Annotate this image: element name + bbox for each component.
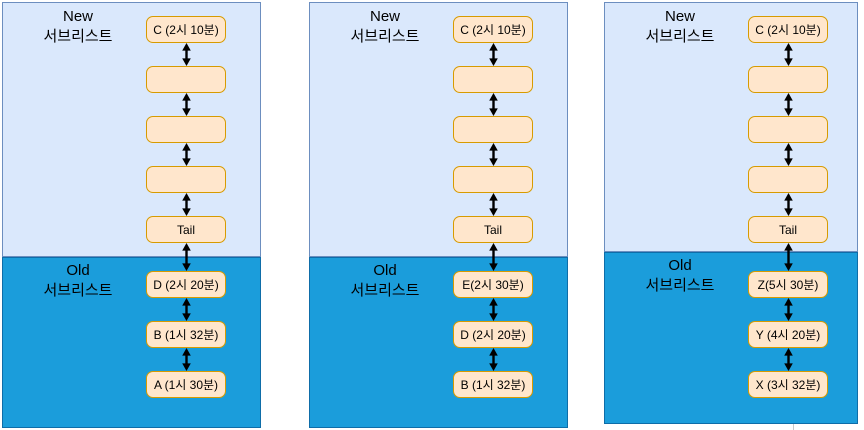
empty-node-box (146, 116, 226, 143)
double-arrow-icon (181, 43, 191, 66)
new-sublist-label: New 서브리스트 (327, 7, 443, 46)
double-arrow-icon (783, 298, 793, 321)
empty-node-box (748, 116, 828, 143)
old-label-line2: 서브리스트 (645, 276, 715, 294)
double-arrow-icon (783, 348, 793, 371)
old-sublist-label: Old 서브리스트 (20, 261, 136, 300)
old-label-line1: Old (373, 262, 397, 279)
list-node-box: B (1시 32분) (146, 321, 226, 348)
new-label-line1: New (369, 8, 400, 25)
double-arrow-icon (488, 43, 498, 66)
list-node-box: D (2시 20분) (146, 271, 226, 298)
double-arrow-icon (181, 243, 191, 271)
old-label-line2: 서브리스트 (350, 281, 420, 299)
tail-node-box: Tail (146, 216, 226, 243)
sublist-panel: New 서브리스트 Old 서브리스트 C (2시 10분) Tail D (2시 20분)… (2, 2, 261, 428)
double-arrow-icon (488, 243, 498, 271)
list-node-box: D (2시 20분) (453, 321, 533, 348)
new-label-line1: New (62, 8, 93, 25)
list-node-box: B (1시 32분) (453, 371, 533, 398)
list-node-box: A (1시 30분) (146, 371, 226, 398)
double-arrow-icon (181, 348, 191, 371)
node-chain: C (2시 10분) Tail D (2시 20분) B (1시 32분) A (1시 … (146, 16, 226, 398)
empty-node-box (146, 66, 226, 93)
list-node-box: C (2시 10분) (453, 16, 533, 43)
double-arrow-icon (488, 348, 498, 371)
double-arrow-icon (488, 93, 498, 116)
empty-node-box (453, 66, 533, 93)
list-node-box: E(2시 30분) (453, 271, 533, 298)
new-label-line2: 서브리스트 (350, 27, 420, 45)
empty-node-box (748, 66, 828, 93)
empty-node-box (748, 166, 828, 193)
old-label-line1: Old (66, 262, 90, 279)
list-node-box: C (2시 10분) (748, 16, 828, 43)
empty-node-box (453, 166, 533, 193)
double-arrow-icon (181, 93, 191, 116)
list-node-box: Y (4시 20분) (748, 321, 828, 348)
double-arrow-icon (783, 93, 793, 116)
new-label-line2: 서브리스트 (43, 27, 113, 45)
tail-node-box: Tail (748, 216, 828, 243)
tail-node-box: Tail (453, 216, 533, 243)
empty-node-box (453, 116, 533, 143)
new-sublist-label: New 서브리스트 (622, 7, 738, 46)
list-node-box: C (2시 10분) (146, 16, 226, 43)
list-node-box: Z(5시 30분) (748, 271, 828, 298)
new-sublist-label: New 서브리스트 (20, 7, 136, 46)
page-break-tick (793, 424, 794, 430)
double-arrow-icon (783, 243, 793, 271)
old-sublist-label: Old 서브리스트 (622, 256, 738, 295)
new-label-line1: New (664, 8, 695, 25)
double-arrow-icon (783, 143, 793, 166)
double-arrow-icon (783, 193, 793, 216)
list-node-box: X (3시 32분) (748, 371, 828, 398)
double-arrow-icon (488, 298, 498, 321)
new-label-line2: 서브리스트 (645, 27, 715, 45)
old-label-line1: Old (668, 257, 692, 274)
double-arrow-icon (181, 298, 191, 321)
old-label-line2: 서브리스트 (43, 281, 113, 299)
double-arrow-icon (488, 143, 498, 166)
double-arrow-icon (181, 193, 191, 216)
empty-node-box (146, 166, 226, 193)
old-sublist-label: Old 서브리스트 (327, 261, 443, 300)
double-arrow-icon (181, 143, 191, 166)
double-arrow-icon (488, 193, 498, 216)
double-arrow-icon (783, 43, 793, 66)
